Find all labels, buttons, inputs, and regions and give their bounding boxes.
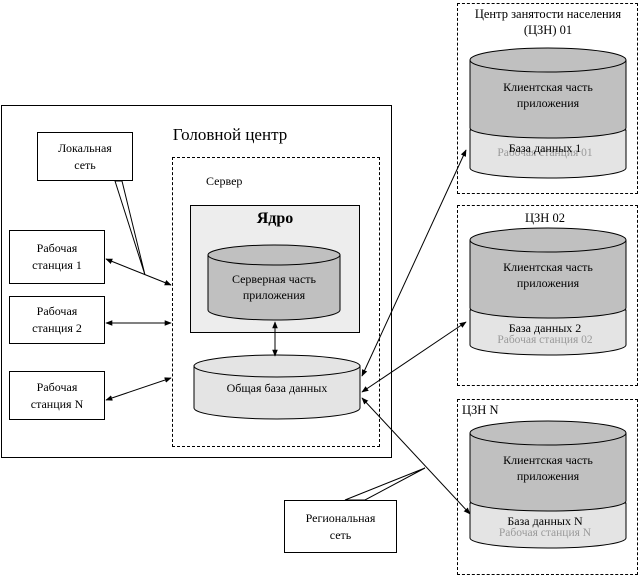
- common-db-label: Общая база данных: [227, 381, 328, 395]
- server-app-label-2: приложения: [243, 288, 306, 302]
- head-center-title: Головной центр: [172, 125, 288, 144]
- region-02-title: ЦЗН 02: [525, 211, 565, 225]
- region-01-client-label-2: приложения: [517, 96, 580, 110]
- region-n-db-label: База данных N: [507, 514, 583, 528]
- server-label: Сервер: [206, 174, 243, 188]
- arrow-ws1-server: [105, 258, 172, 286]
- region-01-ws-label: Рабочая станция 01: [497, 147, 593, 159]
- region-02-client-label-1: Клиентская часть: [503, 260, 593, 274]
- region-n-ws-label: Рабочая станция N: [499, 527, 592, 539]
- region-02-client-label-2: приложения: [517, 276, 580, 290]
- region-02-client-cylinder: [469, 227, 627, 356]
- region-n-client-cylinder: [469, 420, 627, 549]
- region-01-title-line1: Центр занятости населения: [474, 7, 622, 21]
- region-n-client-label-1: Клиентская часть: [503, 453, 593, 467]
- region-01-client-label-1: Клиентская часть: [503, 80, 593, 94]
- arrow-wsn-server: [105, 377, 172, 401]
- region-02-ws-label: Рабочая станция 02: [497, 334, 593, 346]
- region-n-title: ЦЗН N: [462, 403, 499, 417]
- arrow-db-region01: [361, 149, 467, 377]
- arrow-db-region02: [361, 321, 467, 393]
- arrow-db-regionN: [361, 397, 471, 515]
- region-01-db-label: База данных 1: [509, 141, 582, 155]
- lan-callout-pointer: [114, 180, 146, 276]
- server-app-label-1: Серверная часть: [232, 272, 317, 286]
- region-01-client-cylinder: [469, 47, 627, 179]
- region-02-db-label: База данных 2: [509, 321, 582, 335]
- wan-callout-pointer: [344, 467, 426, 501]
- core-title: Ядро: [256, 210, 294, 227]
- region-01-title-line2: (ЦЗН) 01: [523, 23, 573, 37]
- server-app-cylinder: [207, 244, 341, 321]
- common-db-cylinder: [193, 354, 361, 420]
- region-n-client-label-2: приложения: [517, 469, 580, 483]
